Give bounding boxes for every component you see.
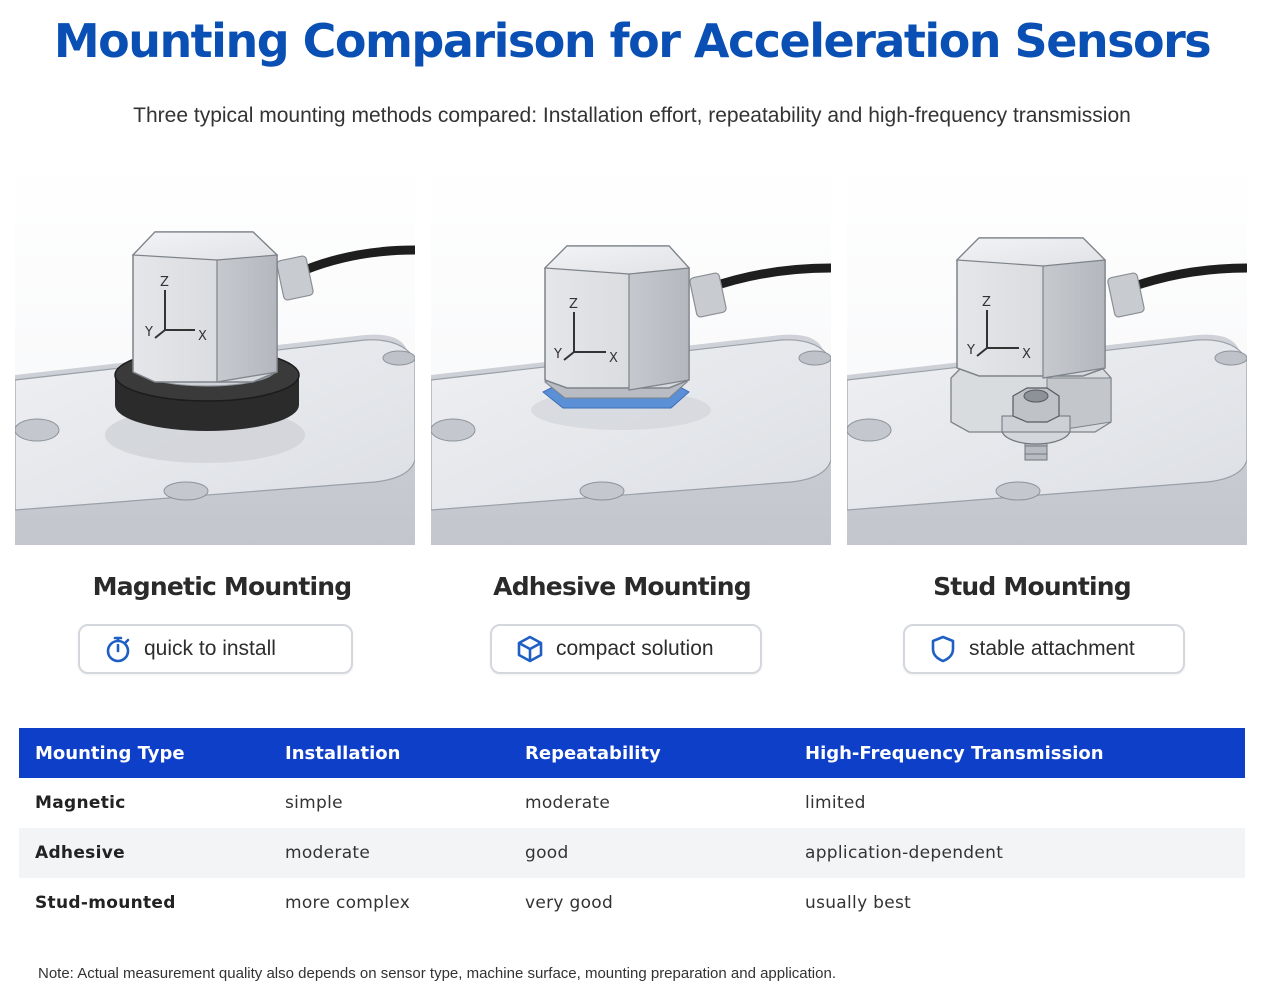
footnote: Note: Actual measurement quality also de… [38,965,836,982]
magnetic-mounting-illustration: Z Y X [15,160,415,545]
stud-feature-label: stable attachment [969,637,1135,660]
table-cell: very good [525,893,614,913]
adhesive-feature-label: compact solution [556,637,714,660]
z-axis-label: Z [569,297,578,312]
x-axis-label: X [1022,347,1031,362]
column-header: Installation [285,742,401,764]
table-cell: moderate [525,793,611,813]
table-cell: Adhesive [35,843,125,863]
table-row: Magnetic simple moderate limited [19,778,1245,828]
table-cell: usually best [805,893,912,913]
y-axis-label: Y [553,347,562,362]
table-cell: good [525,843,569,863]
adhesive-mounting-illustration: Z Y X [431,160,831,545]
z-axis-label: Z [982,295,991,310]
x-axis-label: X [609,351,618,366]
shield-icon [927,633,959,665]
table-cell: limited [805,793,866,813]
magnetic-mounting-title: Magnetic Mounting [92,572,353,601]
y-axis-label: Y [966,343,975,358]
cube-icon [514,633,546,665]
y-axis-label: Y [144,325,153,340]
magnetic-sensor-drawing: Z Y X [15,160,415,545]
adhesive-feature-badge: compact solution [490,624,762,674]
column-header: Repeatability [525,742,661,764]
column-header: Mounting Type [35,742,185,764]
table-cell: Magnetic [35,793,126,813]
table-cell: more complex [285,893,411,913]
adhesive-mounting-title: Adhesive Mounting [493,572,751,601]
stud-feature-badge: stable attachment [903,624,1185,674]
column-header: High-Frequency Transmission [805,742,1104,764]
stud-mounting-illustration: Z Y X [847,160,1247,545]
stud-mounting-title: Stud Mounting [933,572,1132,601]
table-cell: Stud-mounted [35,893,176,913]
x-axis-label: X [198,329,207,344]
magnetic-feature-badge: quick to install [78,624,353,674]
table-cell: application-dependent [805,843,1004,863]
stopwatch-icon [102,633,134,665]
z-axis-label: Z [160,275,169,290]
table-header-row: Mounting Type Installation Repeatability… [19,728,1245,778]
table-cell: simple [285,793,343,813]
table-row: Adhesive moderate good application-depen… [19,828,1245,878]
stud-sensor-drawing: Z Y X [847,160,1247,545]
page-title: Mounting Comparison for Acceleration Sen… [53,14,1212,68]
magnetic-feature-label: quick to install [144,637,276,660]
table-row: Stud-mounted more complex very good usua… [19,878,1245,928]
table-cell: moderate [285,843,371,863]
comparison-table: Mounting Type Installation Repeatability… [19,728,1245,928]
adhesive-sensor-drawing: Z Y X [431,160,831,545]
page-subtitle: Three typical mounting methods compared:… [133,104,1131,127]
